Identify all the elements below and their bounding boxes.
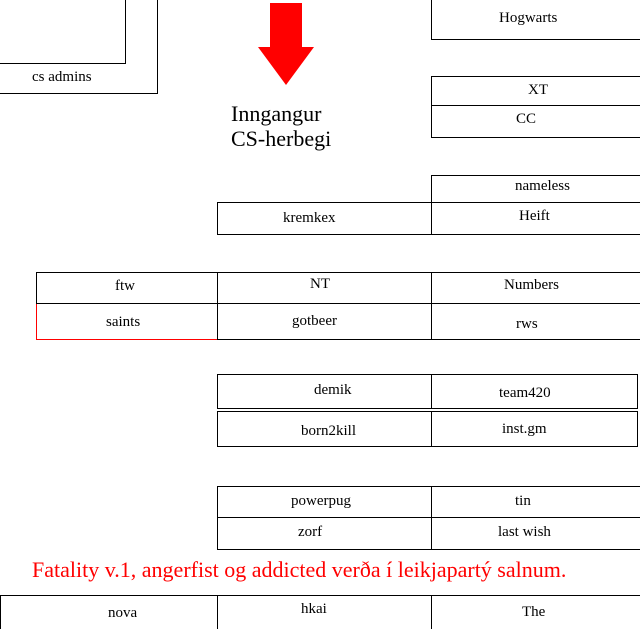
room-label: CS-herbegi <box>231 126 332 152</box>
seat-label: gotbeer <box>292 313 337 329</box>
seat-team420: team420 <box>431 374 638 409</box>
seat-label: nameless <box>515 178 570 194</box>
seat-label: Numbers <box>504 277 559 293</box>
saints-box-bottom <box>36 339 218 340</box>
seat-label: demik <box>314 382 352 398</box>
cs-admins-label: cs admins <box>32 69 92 85</box>
seat-last-wish: last wish <box>431 517 640 550</box>
seat-label: rws <box>516 316 538 332</box>
seat-the: The <box>431 595 640 629</box>
seat-gotbeer: gotbeer <box>217 303 432 340</box>
seat-powerpug: powerpug <box>217 486 432 518</box>
seat-hogwarts: Hogwarts <box>431 0 640 40</box>
seat-label: tin <box>515 493 531 509</box>
seat-xt: XT <box>431 76 640 106</box>
admin-area-inner-edge <box>125 0 126 63</box>
seat-label: CC <box>516 111 537 127</box>
admin-area-bottom-edge <box>0 93 158 94</box>
seat-numbers: Numbers <box>431 272 640 304</box>
seat-heift: Heift <box>431 202 640 235</box>
entrance-label: Inngangur <box>231 101 322 126</box>
admin-area-right-edge <box>157 0 158 93</box>
seat-nova: nova <box>0 595 218 629</box>
seat-label: last wish <box>498 524 551 540</box>
seat-born2kill: born2kill <box>217 411 432 447</box>
seat-label: team420 <box>499 385 551 401</box>
ftw-box-top <box>36 272 218 273</box>
gaming-party-notice: Fatality v.1, angerfist og addicted verð… <box>32 557 567 582</box>
seat-label: Heift <box>519 208 550 224</box>
ftw-saints-divider <box>36 303 218 304</box>
seat-label: born2kill <box>301 423 356 439</box>
seat-label-saints: saints <box>106 314 141 330</box>
seat-label: The <box>522 604 546 620</box>
seat-label-ftw: ftw <box>115 278 135 294</box>
seat-label: XT <box>528 82 548 98</box>
seat-label: nova <box>108 605 138 621</box>
seat-kremkex: kremkex <box>217 202 432 235</box>
seat-nameless: nameless <box>431 175 640 203</box>
seat-hkai: hkai <box>217 595 432 629</box>
seat-rws: rws <box>431 303 640 340</box>
seat-label: inst.gm <box>502 421 547 437</box>
entrance-title: Inngangur CS-herbegi <box>231 101 331 152</box>
saints-box-left <box>36 303 37 339</box>
seat-cc: CC <box>431 105 640 138</box>
seat-nt: NT <box>217 272 432 304</box>
ftw-box-left <box>36 272 37 303</box>
seat-label: powerpug <box>291 493 351 509</box>
seat-label: kremkex <box>283 210 336 226</box>
seat-label: hkai <box>301 601 327 617</box>
seat-label: zorf <box>298 524 323 540</box>
seat-tin: tin <box>431 486 640 518</box>
seat-label: NT <box>310 276 330 292</box>
seat-instgm: inst.gm <box>431 411 638 447</box>
seat-label: Hogwarts <box>499 10 558 26</box>
seat-demik: demik <box>217 374 432 409</box>
seat-zorf: zorf <box>217 517 432 550</box>
admin-area-inner-floor <box>0 63 126 64</box>
down-arrow-icon <box>258 3 314 85</box>
